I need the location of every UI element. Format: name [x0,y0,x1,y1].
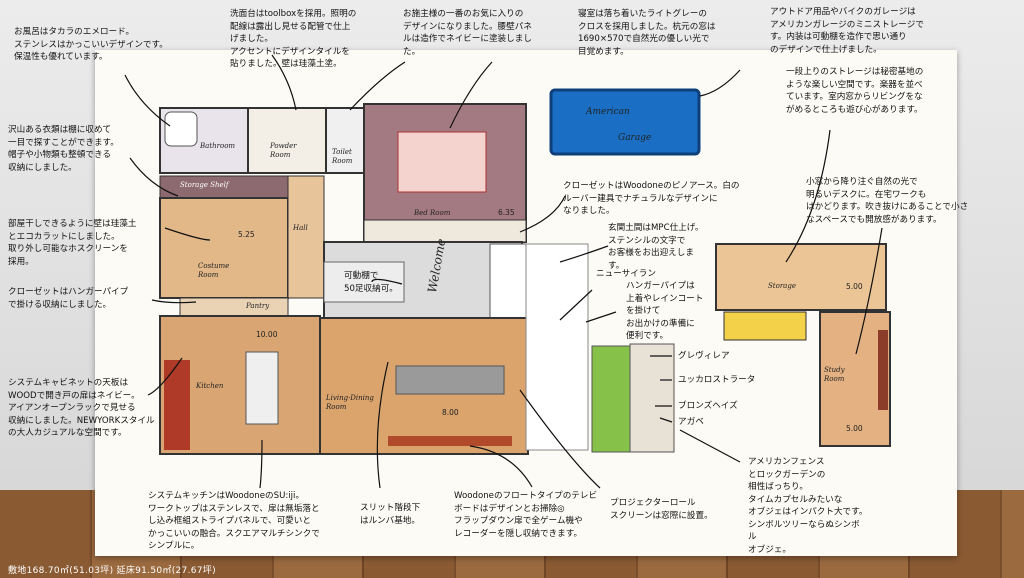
kitchen-counter [164,360,190,450]
room-label-storage: Storage [768,282,796,290]
dim-ldk: 10.00 [256,330,278,339]
outdoor-grid [525,243,589,451]
dim-living: 8.00 [442,408,459,417]
note-cabinet: システムキャビネットの天板は WOODで開き戸の扉はネイビー。 アイアンオープン… [8,378,155,438]
note-study: 小窓から降り注ぐ自然の光で 明るいデスクに。在宅ワークも はかどります。吹き抜け… [806,177,969,225]
note-closet-pipe: クローゼットはハンガーパイプ で掛ける収納にしました。 [8,287,129,310]
dim-study: 5.00 [846,424,863,433]
note-fence: アメリカンフェンス とロックガーデンの 相性ばっちり。 タイムカプセルみたいな … [748,457,868,555]
bathtub [164,111,198,147]
sofa [395,365,505,395]
toilet-area [325,107,365,174]
note-clothes: 沢山ある衣類は棚に収めて 一目で探すことができます。 帽子や小物類も整頓できる … [8,125,119,173]
plant-label-1: グレヴィレア [678,351,730,361]
dim-storage: 5.00 [846,282,863,291]
pantry-area [179,297,289,317]
footer-area-info: 敷地168.70㎡(51.03坪) 延床91.50㎡(27.67坪) [8,566,216,576]
bed [397,131,487,193]
note-slit-stairs: スリット階段下 はルンバ基地。 [360,503,421,526]
note-bath: お風呂はタカラのエメロード。 ステンレスはかっこいいデザインです。 保温性も優れ… [14,27,168,62]
note-drying: 部屋干しできるように壁は珪藻土 とエコカラットにしました。 取り外し可能なホスク… [8,219,137,267]
note-movable-shelf: 可動棚で 50足収納可。 [344,271,398,294]
dim-costume: 5.25 [238,230,255,239]
note-master: お施主様の一番のお気に入りの デザインになりました。腰壁パネ ルは造作でネイビー… [403,9,532,57]
plant-label-3: ブロンズヘイズ [678,401,738,411]
room-label-powder: Powder Room [270,142,297,159]
room-label-study: Study Room [824,366,845,383]
plant-label-4: アガベ [678,417,704,427]
note-garage: アウトドア用品やバイクのガレージは アメリカンガレージのミニストレージで す。内… [770,7,924,55]
costume-room-area [159,197,289,299]
room-label-toilet: Toilet Room [332,148,353,165]
room-label-pantry: Pantry [246,302,270,310]
garden-area [591,345,631,453]
note-bedroom: 寝室は落ち着いたライトグレーの クロスを採用しました。杭元の窓は 1690×57… [578,9,716,57]
note-new-sailing: ニューサイラン [596,269,656,279]
note-kitchen: システムキッチンはWoodoneのSU:iji。 ワークトップはステンレスで、扉… [148,491,320,551]
note-powder: 洗面台はtoolboxを採用。照明の 配線は露出し見せる配管で仕上 げました。 … [230,9,357,69]
room-label-kitchen: Kitchen [196,382,224,390]
note-hanger-pipe: ハンガーパイプは 上着やレインコート を掛けて お出かけの準備に 便利です。 [626,281,704,341]
note-tv-board: Woodoneのフロートタイプのテレビ ボードはデザインとお掃除◎ フラップダウ… [454,491,598,539]
dim-bedroom: 6.35 [498,208,515,217]
rock-garden [629,343,675,453]
american-garage [549,88,701,156]
study-desk [878,330,888,410]
garage-label-line1: American [586,107,630,117]
powder-area [247,107,327,174]
room-label-costume: Costume Room [198,262,230,279]
garage-label-line2: Garage [618,133,652,143]
room-label-living: Living·Dining Room [326,394,374,411]
room-label-hall: Hall [293,224,308,232]
storage-shelf-yellow [723,311,807,341]
storage-area [715,243,887,311]
plant-label-2: ユッカロストラータ [678,375,756,385]
tv-board [388,436,512,446]
note-storage: 一段上りのストレージは秘密基地の ような楽しい空間です。楽器を並べ ています。室… [786,67,924,115]
room-label-bedroom: Bed Room [414,209,451,217]
room-label-bathroom: Bathroom [200,142,236,150]
kitchen-island [245,351,279,425]
shoe-shelf [323,261,405,303]
note-entrance: 玄関土間はMPC仕上げ。 ステンシルの文字で お客様をお出迎えしま す。 [608,223,704,271]
note-closet-bed: クローゼットはWoodoneのピノアース。白の ルーバー建具でナチュラルなデザイ… [563,181,740,216]
hall-area [287,175,325,299]
room-label-storage-shelf: Storage Shelf [180,181,229,189]
note-projector: プロジェクターロール スクリーンは窓際に設置。 [610,498,713,521]
